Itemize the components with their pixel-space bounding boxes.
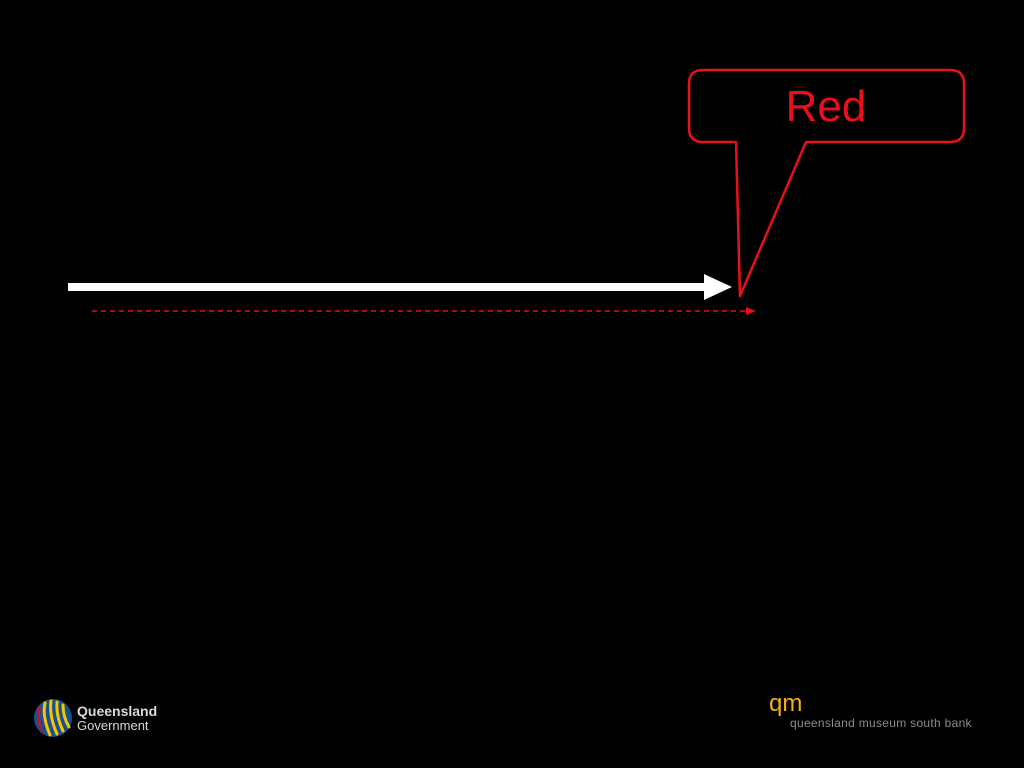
callout-bubble (687, 68, 966, 298)
callout-label: Red (785, 82, 867, 131)
queensland-government-logo-icon (34, 699, 72, 737)
qm-logo-subtitle: queensland museum south bank (790, 716, 972, 730)
white-arrow-head (704, 274, 732, 300)
queensland-government-logo-line2: Government (77, 718, 149, 733)
red-dashed-arrow-head (746, 307, 756, 315)
qm-logo-mark: qm (769, 690, 803, 717)
queensland-government-logo-line1: Queensland (77, 703, 158, 719)
white-arrow (68, 274, 732, 300)
red-dashed-arrow (92, 307, 756, 315)
